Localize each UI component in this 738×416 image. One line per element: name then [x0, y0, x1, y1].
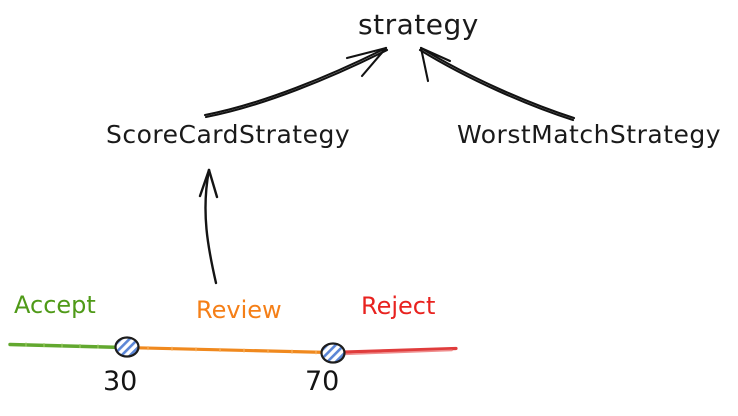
threshold-value-70: 70 — [305, 366, 340, 397]
score-line-review-segment — [122, 345, 332, 355]
edge-worstmatch-to-strategy — [418, 46, 576, 122]
node-label-strategy[interactable]: strategy — [358, 8, 479, 41]
edge-scoreline-to-scorecard — [198, 168, 219, 285]
threshold-marker-70[interactable] — [320, 342, 346, 364]
edge-scorecard-to-strategy — [203, 46, 389, 119]
band-label-review: Review — [196, 296, 282, 324]
band-label-reject: Reject — [361, 292, 436, 320]
node-label-worstmatchstrategy[interactable]: WorstMatchStrategy — [457, 120, 722, 149]
band-label-accept: Accept — [14, 291, 96, 319]
score-line-accept-segment — [8, 342, 126, 350]
score-line-reject-segment — [328, 346, 458, 356]
threshold-marker-30[interactable] — [114, 336, 140, 358]
node-label-scorecardstrategy[interactable]: ScoreCardStrategy — [106, 120, 351, 149]
threshold-value-30: 30 — [103, 366, 138, 397]
